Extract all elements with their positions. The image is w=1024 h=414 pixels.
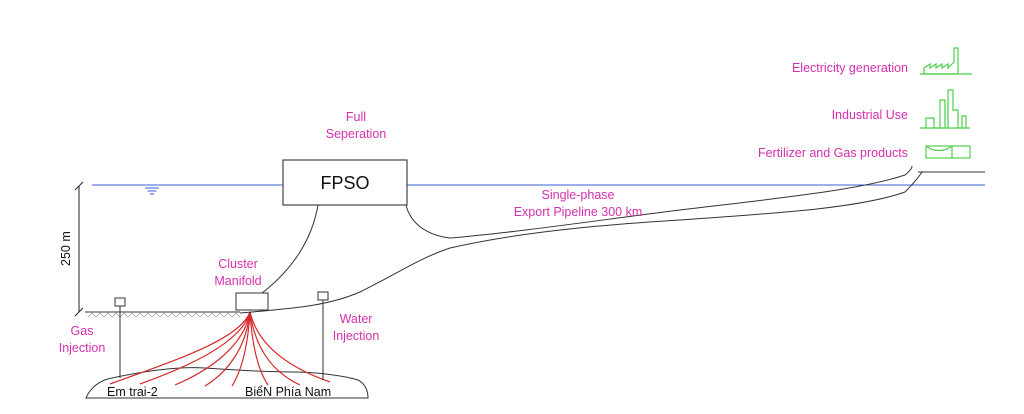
seabed-hatch — [87, 312, 241, 318]
water-injection-wellhead — [317, 291, 329, 301]
export-pipeline-lower — [239, 171, 923, 314]
fpso-label: FPSO — [320, 173, 369, 193]
export-pipeline-upper — [405, 165, 913, 239]
storage-tank-icon — [925, 145, 971, 159]
gas-injection-label-line2: Injection — [59, 341, 106, 355]
pipeline-label-line2: Export Pipeline 300 km — [514, 205, 643, 219]
riser-line — [261, 204, 319, 294]
field-label-em-trai: Em trai-2 — [107, 385, 158, 399]
full-separation-line1: Full — [346, 110, 366, 124]
field-label-bien-phia-nam: BiểN Phía Nam — [245, 385, 331, 399]
water-injection-label-line1: Water — [340, 312, 373, 326]
depth-dimension — [74, 181, 84, 317]
pipeline-label-line1: Single-phase — [542, 188, 615, 202]
full-separation-line2: Seperation — [326, 127, 387, 141]
industrial-plant-icon — [920, 89, 970, 129]
gas-injection-wellhead — [114, 297, 126, 307]
depth-label: 250 m — [59, 231, 73, 266]
gas-injection-label-line1: Gas — [71, 324, 94, 338]
use-industrial-label: Industrial Use — [832, 108, 908, 122]
fpso-vessel — [282, 159, 408, 206]
reservoir-outline — [85, 367, 369, 399]
cluster-manifold-label-line1: Cluster — [218, 257, 258, 271]
use-fertilizer-label: Fertilizer and Gas products — [758, 146, 908, 160]
cluster-manifold-box — [235, 292, 269, 311]
well-trajectories — [109, 311, 331, 387]
use-electricity-label: Electricity generation — [792, 61, 908, 75]
water-level-icon — [145, 187, 159, 195]
cluster-manifold-label-line2: Manifold — [214, 274, 261, 288]
water-injection-label-line2: Injection — [333, 329, 380, 343]
factory-icon — [920, 47, 972, 75]
